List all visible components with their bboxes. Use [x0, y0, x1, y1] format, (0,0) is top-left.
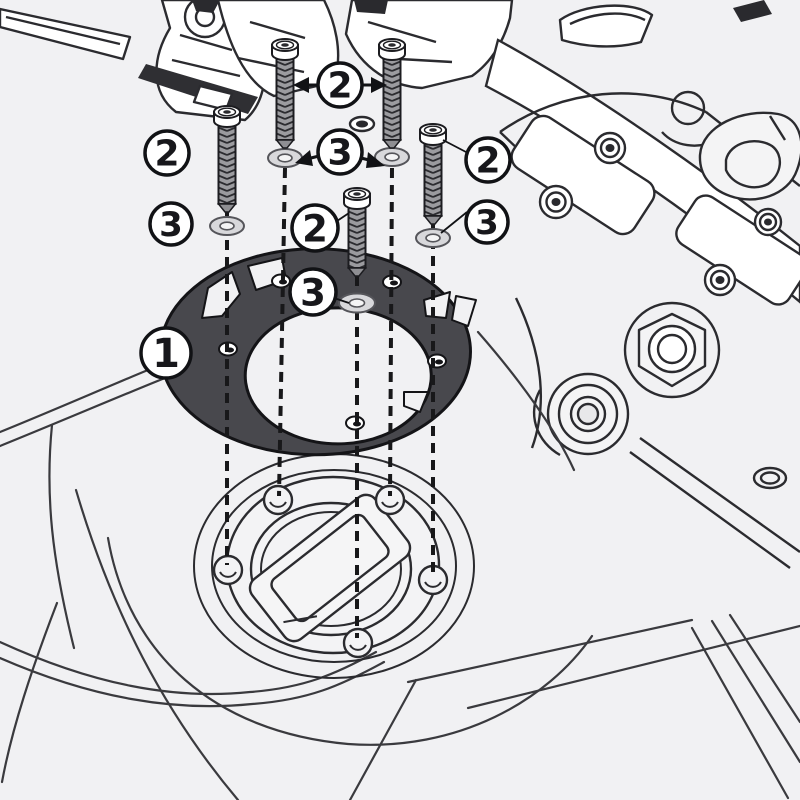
callout-step-2-center: 2	[290, 203, 340, 253]
bar-end	[558, 4, 654, 48]
projection-line	[277, 167, 287, 497]
callout-step-2-left: 2	[143, 129, 191, 177]
screw-center	[343, 187, 371, 277]
callout-step-2-top: 2	[316, 61, 364, 109]
callout-step-2-right: 2	[464, 136, 512, 184]
screw-mid-left	[271, 38, 299, 149]
steering-stem	[514, 297, 800, 569]
flange-ring	[159, 247, 477, 457]
screw-right	[419, 123, 447, 225]
callout-part-1: 1	[139, 326, 193, 380]
screw-left	[213, 105, 241, 213]
callout-step-3-top: 3	[316, 128, 364, 176]
callout-arrows	[293, 77, 468, 304]
arrowhead-left-icon	[293, 77, 309, 93]
arrowhead-right-icon	[371, 77, 387, 93]
callout-label: 2	[327, 66, 352, 107]
washer-center	[338, 292, 376, 314]
callouts: 2 3 2 3 2 3 2 3	[139, 61, 512, 380]
cap-screws	[212, 484, 449, 659]
callout-step-3-right: 3	[464, 199, 510, 245]
callout-label: 3	[327, 133, 352, 174]
washer-right	[415, 228, 451, 248]
callout-label: 2	[154, 134, 179, 175]
washers	[209, 147, 451, 314]
callout-label: 3	[159, 205, 183, 245]
triple-clamp	[499, 90, 800, 306]
arrowhead-right-icon	[366, 152, 385, 168]
screws	[213, 38, 447, 277]
callout-label: 2	[302, 208, 328, 251]
cap-flip-handle	[248, 493, 412, 643]
riser-bolt	[538, 131, 783, 297]
washer-mid-left	[267, 148, 303, 168]
screw-mid-right	[378, 38, 406, 149]
callout-label: 1	[152, 331, 180, 377]
callout-step-3-left: 3	[148, 201, 194, 247]
projection-line	[388, 167, 394, 497]
washer-left	[209, 216, 245, 236]
callout-step-3-center: 3	[288, 267, 338, 317]
callout-label: 3	[300, 272, 326, 315]
arrowhead-left-icon	[295, 150, 313, 166]
projection-lines	[225, 167, 435, 638]
fuel-cap	[193, 453, 475, 679]
ring-cutouts	[201, 257, 477, 413]
callout-label: 2	[475, 141, 500, 182]
callout-label: 3	[475, 203, 499, 243]
